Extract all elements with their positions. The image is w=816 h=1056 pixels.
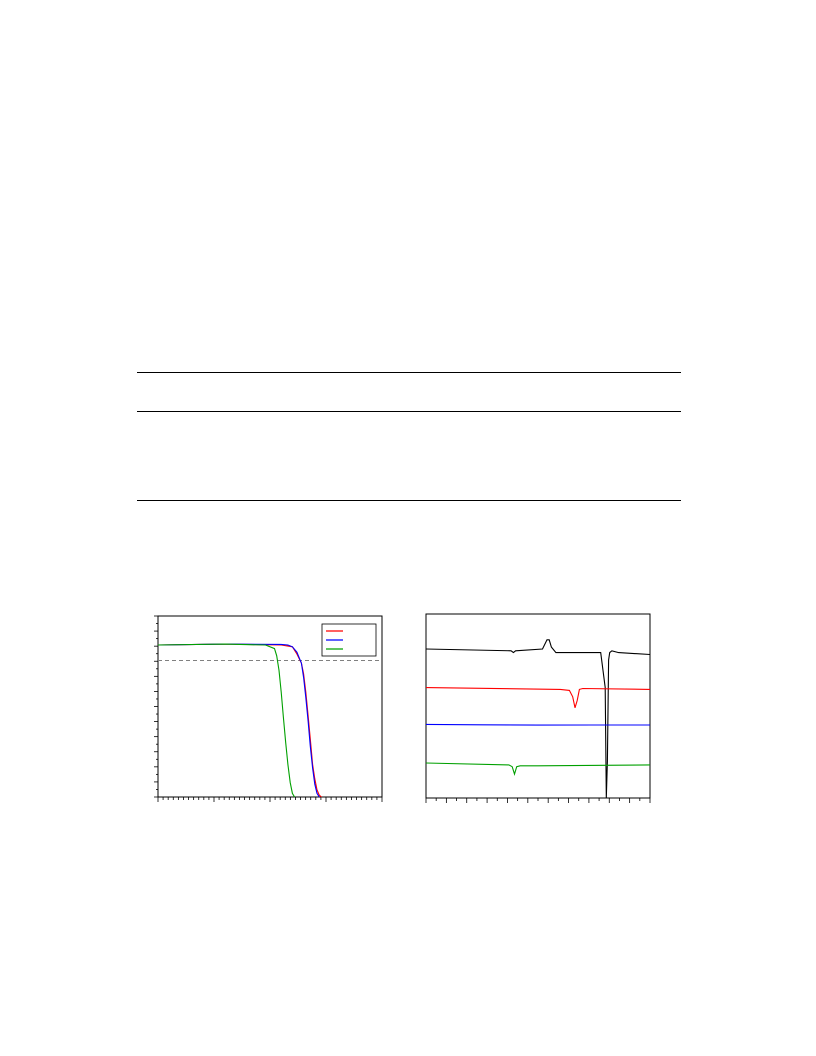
dsc-series-line-2	[425, 687, 651, 708]
tga-legend	[321, 623, 377, 657]
tga-series-line-3	[157, 643, 296, 798]
dsc-chart	[425, 613, 651, 803]
tga-chart	[154, 615, 383, 802]
table-top-rule	[137, 372, 681, 373]
dsc-series	[425, 639, 651, 799]
dsc-series-line-1	[425, 639, 651, 799]
tga-series	[157, 643, 322, 798]
dsc-ticks	[425, 798, 651, 803]
tga-ticks	[154, 615, 383, 802]
dsc-plot-frame	[425, 613, 651, 799]
dsc-series-line-3	[425, 723, 650, 726]
tga-series-line-1	[157, 643, 322, 798]
table-header-rule	[137, 411, 681, 412]
tga-series-line-2	[157, 643, 320, 798]
dsc-series-line-4	[425, 762, 651, 776]
table-bottom-rule	[137, 500, 681, 501]
